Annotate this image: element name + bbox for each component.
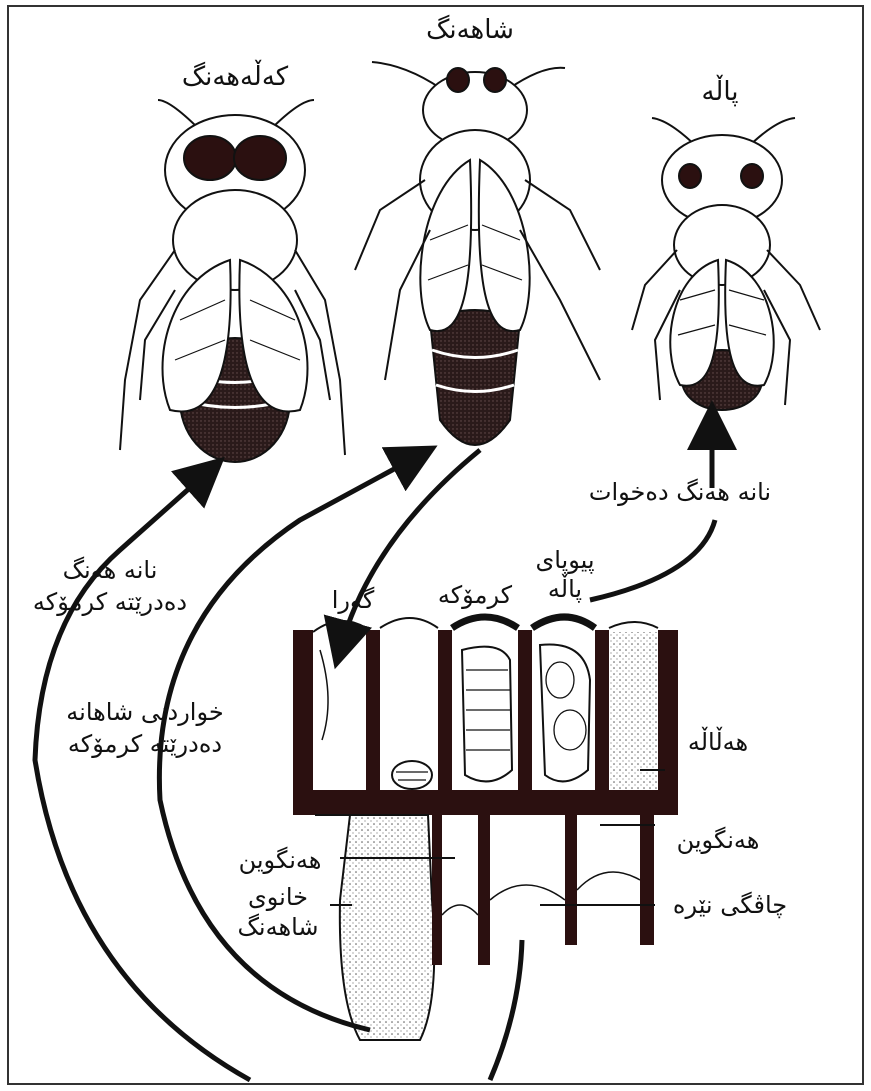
label-honey-right: هەنگوین (677, 826, 760, 854)
queen-label: شاهەنگ (426, 14, 514, 45)
label-nurse-bread-2: دەدرێتە کرمۆکە (33, 588, 187, 616)
label-honey-left: هەنگوین (239, 846, 322, 874)
drone-illustration (120, 100, 345, 462)
label-drone-cell: چاڤگی نێرە (673, 891, 787, 919)
arrow-queen-cell (490, 940, 522, 1080)
label-capped: هەڵاڵە (688, 726, 748, 756)
label-royal-jelly-1: خواردنی شاهانە (66, 698, 223, 726)
worker-label: پاڵە (701, 75, 738, 107)
label-egg: گەرا (332, 586, 375, 614)
drone-label: کەڵەهەنگ (182, 60, 289, 92)
label-pupa-1: پیوپای (535, 546, 594, 574)
label-nurse-bread-1: نانە هەنگ (63, 556, 158, 584)
label-larva: کرمۆکە (438, 581, 513, 609)
label-royal-jelly-2: دەدرێتە کرمۆکە (68, 730, 222, 758)
label-queen-cell-1: خانوی (248, 883, 308, 911)
label-queen-cell-2: شاهەنگ (237, 913, 318, 941)
label-nurse-feeds-pollen: نانە هەنگ دەخوات (589, 478, 771, 506)
label-pupa-2: پاڵە (548, 573, 582, 603)
arrow-pollen-to-pupa (590, 520, 715, 600)
queen-illustration (355, 62, 600, 445)
worker-illustration (632, 118, 820, 410)
honeycomb (293, 617, 678, 1040)
